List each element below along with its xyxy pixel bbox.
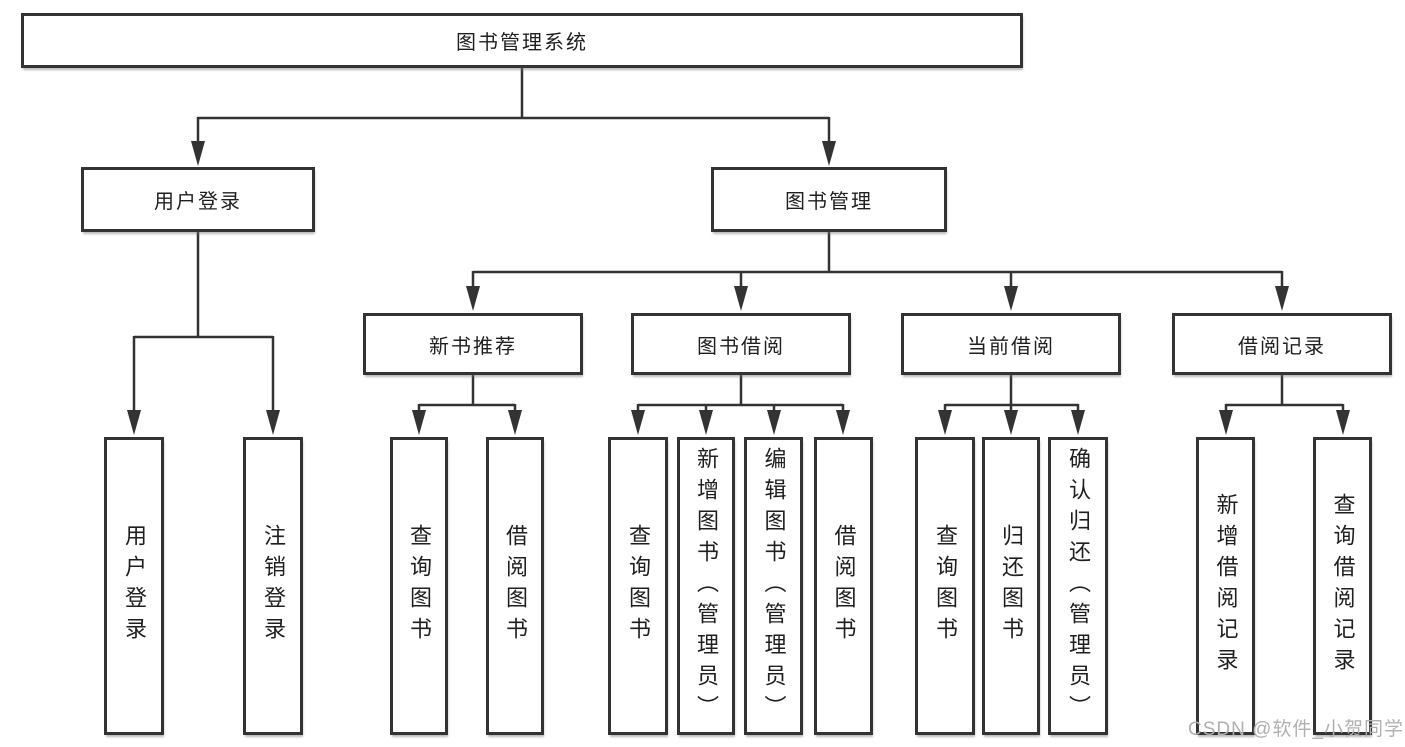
arrowhead-icon bbox=[1275, 286, 1289, 311]
leaf-borrow-books-borrowing: 借阅图书 bbox=[814, 437, 873, 735]
arrowhead-icon bbox=[412, 410, 426, 435]
arrowhead-group bbox=[127, 141, 1350, 435]
arrowhead-icon bbox=[191, 141, 205, 166]
connector-path bbox=[132, 68, 1345, 412]
leaf-query-books-borrowing: 查询图书 bbox=[608, 437, 668, 735]
arrowhead-icon bbox=[734, 286, 748, 311]
arrowhead-icon bbox=[938, 410, 952, 435]
leaf-query-books-current: 查询图书 bbox=[915, 437, 975, 735]
connector-line-group bbox=[132, 68, 1345, 412]
arrowhead-icon bbox=[1004, 286, 1018, 311]
node-user-login: 用户登录 bbox=[81, 167, 315, 232]
leaf-user-login: 用户登录 bbox=[104, 437, 164, 735]
leaf-edit-books-admin: 编辑图书（管理员） bbox=[744, 437, 803, 735]
node-new-book-recommend: 新书推荐 bbox=[363, 313, 583, 375]
leaf-add-borrow-record: 新增借阅记录 bbox=[1196, 437, 1255, 735]
arrowhead-icon bbox=[508, 410, 522, 435]
leaf-logout: 注销登录 bbox=[243, 437, 303, 735]
arrowhead-icon bbox=[127, 410, 141, 435]
arrowhead-icon bbox=[822, 141, 836, 166]
leaf-add-books-admin: 新增图书（管理员） bbox=[677, 437, 735, 735]
arrowhead-icon bbox=[767, 410, 781, 435]
node-root-library-system: 图书管理系统 bbox=[21, 13, 1023, 68]
node-borrowing-records: 借阅记录 bbox=[1172, 313, 1392, 375]
arrowhead-icon bbox=[631, 410, 645, 435]
node-current-borrowing: 当前借阅 bbox=[901, 313, 1121, 375]
leaf-return-books: 归还图书 bbox=[982, 437, 1040, 735]
csdn-watermark: CSDN @软件_小贺同学 bbox=[1188, 719, 1404, 740]
arrowhead-icon bbox=[1004, 410, 1018, 435]
arrowhead-icon bbox=[1071, 410, 1085, 435]
arrowhead-icon bbox=[836, 410, 850, 435]
node-book-borrowing: 图书借阅 bbox=[631, 313, 851, 375]
node-book-management: 图书管理 bbox=[711, 167, 947, 232]
arrowhead-icon bbox=[266, 410, 280, 435]
arrowhead-icon bbox=[466, 286, 480, 311]
arrowhead-icon bbox=[1219, 410, 1233, 435]
leaf-confirm-return-admin: 确认归还（管理员） bbox=[1048, 437, 1108, 735]
arrowhead-icon bbox=[699, 410, 713, 435]
arrowhead-icon bbox=[1336, 410, 1350, 435]
leaf-query-borrow-record: 查询借阅记录 bbox=[1313, 437, 1372, 735]
leaf-borrow-books-recommend: 借阅图书 bbox=[486, 437, 544, 735]
leaf-query-books-recommend: 查询图书 bbox=[390, 437, 448, 735]
